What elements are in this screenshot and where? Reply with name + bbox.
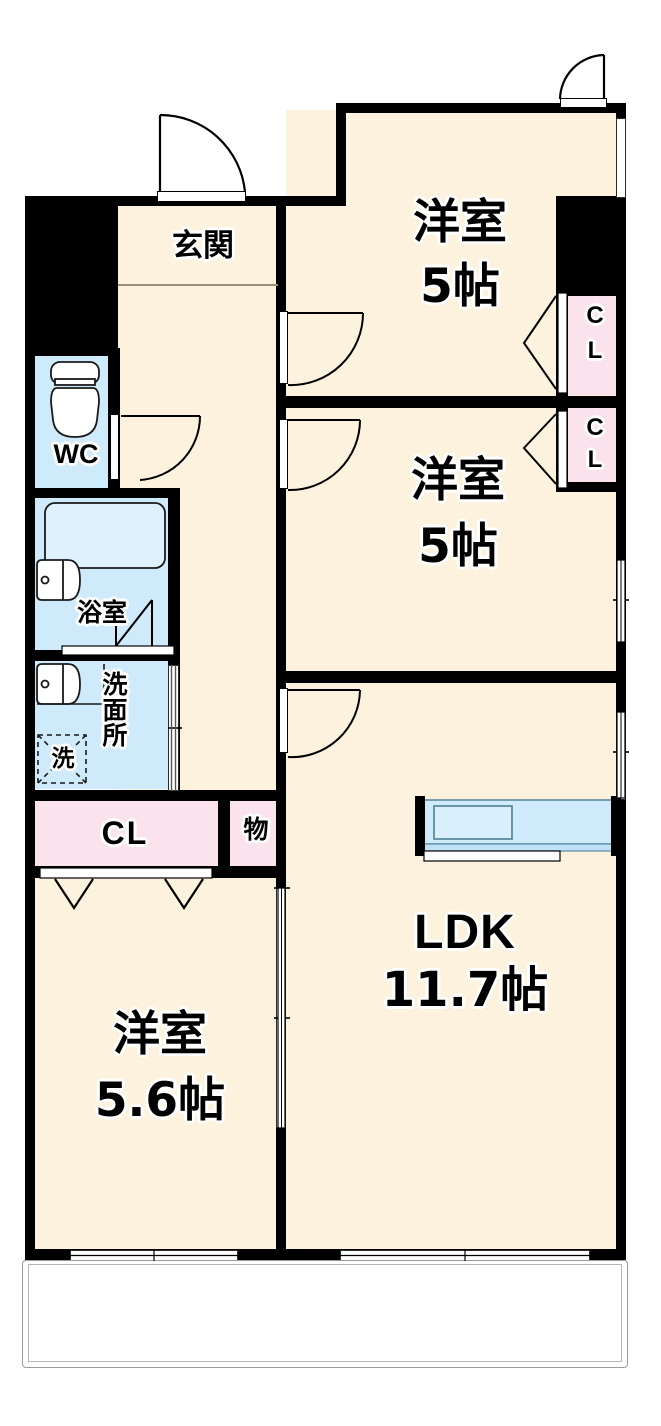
room-bedroom-top-notch bbox=[336, 103, 626, 213]
wall-closet-bottom bbox=[25, 866, 284, 878]
window-bedroom-bottom-right[interactable] bbox=[276, 888, 286, 1128]
room-closet-main-fill bbox=[33, 800, 218, 868]
room-closet-upper-fill bbox=[568, 290, 622, 395]
room-storage-fill bbox=[228, 800, 284, 868]
window-ldk-right[interactable] bbox=[616, 718, 626, 800]
door-bedroom-top-leaf[interactable] bbox=[279, 311, 288, 384]
room-bath-fill bbox=[33, 495, 168, 655]
wall-closet-storage-divider bbox=[218, 795, 230, 873]
entry-door-main-leaf[interactable] bbox=[157, 191, 246, 202]
wall-wc-bottom bbox=[25, 488, 180, 498]
wall-top-bedroom bbox=[336, 103, 626, 113]
entry-door-bedroom-swing bbox=[558, 53, 606, 100]
wall-closet-upper-left bbox=[556, 290, 568, 396]
entry-door-bedroom-leaf[interactable] bbox=[560, 98, 607, 108]
balcony-rail bbox=[28, 1264, 622, 1362]
room-vanity-fill bbox=[33, 661, 168, 789]
wall-closet-lower-bottom bbox=[556, 482, 626, 492]
room-wc-fill bbox=[33, 355, 118, 490]
room-closet-lower-fill bbox=[568, 408, 622, 490]
wall-step-vertical bbox=[336, 103, 346, 206]
door-vanity-slider[interactable] bbox=[168, 665, 179, 791]
door-ldk-leaf[interactable] bbox=[279, 688, 288, 753]
window-bedroom-top-right[interactable] bbox=[616, 118, 626, 198]
wall-block-upper-left bbox=[25, 196, 118, 356]
wall-block-east bbox=[556, 196, 626, 296]
wall-bath-bottom bbox=[25, 650, 180, 661]
wall-vanity-bottom bbox=[25, 790, 284, 801]
wall-closet-lower-left bbox=[556, 408, 568, 490]
line-genkan-step bbox=[118, 284, 278, 286]
wall-bath-right bbox=[168, 488, 180, 660]
room-ldk-fill bbox=[286, 681, 626, 1251]
wall-between-bedroom-ldk bbox=[286, 671, 626, 683]
door-wc-leaf[interactable] bbox=[110, 414, 119, 480]
wall-exterior-bottom bbox=[25, 1249, 626, 1260]
wall-left-wet-column bbox=[25, 348, 35, 878]
door-bedroom-mid-leaf[interactable] bbox=[279, 419, 288, 489]
wall-between-bedrooms-top-mid bbox=[286, 396, 626, 408]
room-bedroom-bottom-fill bbox=[33, 878, 286, 1251]
balcony bbox=[22, 1260, 628, 1368]
wall-exterior-right bbox=[616, 103, 626, 1259]
entry-door-main-swing bbox=[158, 113, 247, 193]
